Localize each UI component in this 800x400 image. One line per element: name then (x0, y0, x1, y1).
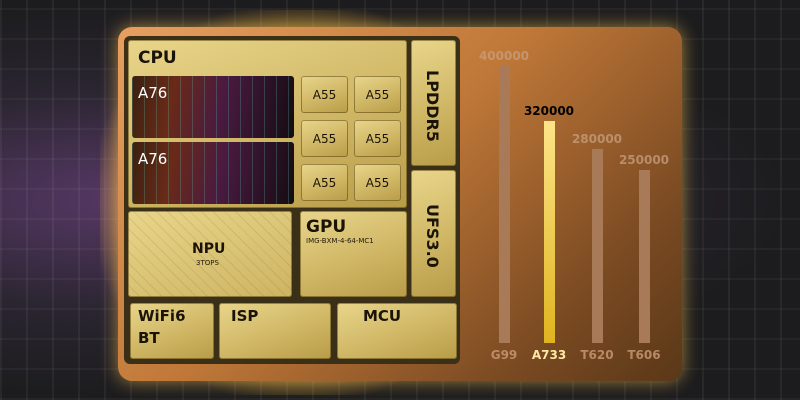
a76-core-1: A76 (132, 76, 294, 138)
mcu-block: MCU (337, 303, 457, 359)
gpu-block: GPU IMG-BXM-4-64-MC1 (300, 211, 407, 297)
wifi-bt-block: WiFi6 BT (130, 303, 214, 359)
npu-label: NPU (192, 241, 226, 257)
bt-label: BT (138, 329, 160, 347)
gpu-model: IMG-BXM-4-64-MC1 (306, 237, 374, 245)
isp-label: ISP (231, 307, 259, 325)
bar-a733 (543, 121, 555, 343)
value-label: 320000 (523, 104, 575, 119)
a55-core: A55 (301, 76, 348, 113)
cpu-label: CPU (138, 48, 177, 68)
category-label: G99 (490, 348, 518, 362)
a55-core: A55 (301, 120, 348, 157)
lpddr5-block: LPDDR5 (411, 40, 456, 166)
npu-block: NPU 3TOPS (128, 211, 292, 297)
a55-core: A55 (354, 76, 401, 113)
core-label: A76 (138, 150, 168, 168)
core-label: A76 (138, 84, 168, 102)
ufs-label: UFS3.0 (423, 204, 442, 268)
ufs-block: UFS3.0 (411, 170, 456, 297)
mcu-label: MCU (363, 307, 402, 325)
gpu-label: GPU (306, 217, 347, 237)
wifi-label: WiFi6 (138, 307, 186, 325)
a55-core: A55 (301, 164, 348, 201)
bar-t606 (638, 169, 650, 343)
category-label: T620 (580, 348, 614, 362)
value-label: 250000 (618, 152, 670, 167)
a55-core: A55 (354, 164, 401, 201)
value-label: 400000 (478, 49, 530, 63)
category-label: A733 (531, 348, 567, 362)
npu-perf: 3TOPS (196, 259, 219, 267)
isp-block: ISP (219, 303, 331, 359)
value-label: 280000 (571, 132, 623, 147)
lpddr5-label: LPDDR5 (423, 70, 442, 142)
a76-core-2: A76 (132, 142, 294, 204)
a55-core: A55 (354, 120, 401, 157)
bar-g99 (498, 66, 510, 343)
bar-t620 (591, 149, 603, 343)
category-label: T606 (627, 348, 661, 362)
chip-diagram: CPU A76 A76 A55 A55 A55 A55 A55 A55 LPDD… (124, 36, 460, 364)
